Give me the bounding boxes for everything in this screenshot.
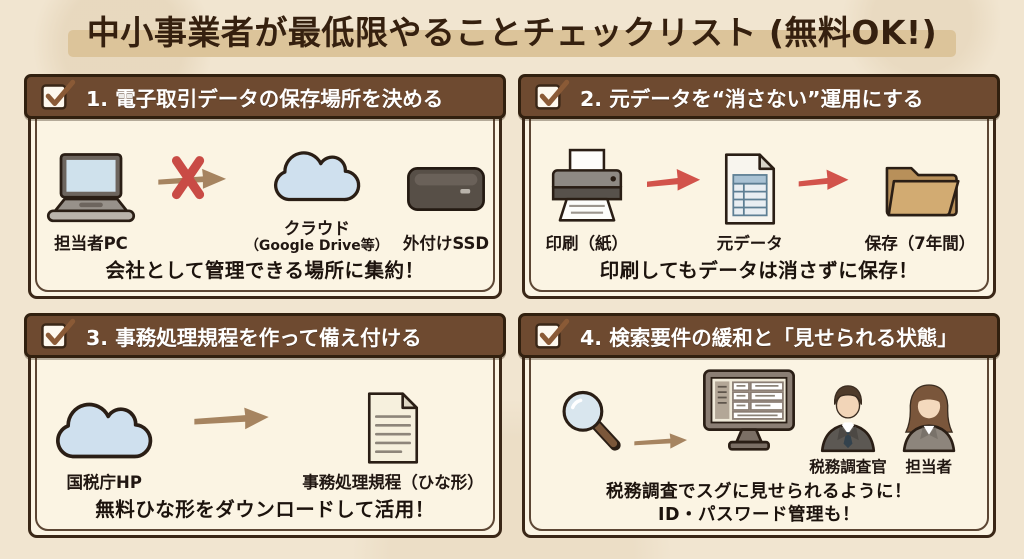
printer-icon <box>551 148 622 222</box>
printer-item: 印刷（紙） <box>543 145 631 254</box>
spreadsheet-file-icon <box>724 153 775 225</box>
nta-cloud-label: 国税庁HP <box>66 473 142 493</box>
panel-1-footer: 会社として管理できる場所に集約！ <box>105 259 425 282</box>
document-icon <box>367 392 419 464</box>
ssd-label: 外付けSSD <box>402 234 490 254</box>
printer-label: 印刷（紙） <box>545 234 629 254</box>
panel-4-footer-line2: ID・パスワード管理も！ <box>657 505 861 526</box>
tax-inspector-item: 税務調査官 <box>809 377 887 477</box>
original-data-label: 元データ <box>716 234 783 254</box>
panel-2-content: 印刷（紙） 元データ <box>533 127 985 254</box>
panel-4-banner: 4. 検索要件の緩和と「見せられる状態」 <box>518 313 1000 358</box>
template-doc-label: 事務処理規程（ひな形） <box>302 473 484 493</box>
red-arrow-icon <box>645 160 703 196</box>
magnifier-item <box>557 387 623 453</box>
panel-3-footer: 無料ひな形をダウンロードして活用！ <box>95 498 435 521</box>
cloud-icon <box>56 402 153 459</box>
checkbox-icon <box>535 79 570 110</box>
laptop-label: 担当者PC <box>54 234 128 254</box>
ssd-item: 外付けSSD <box>403 145 489 254</box>
template-doc-item: 事務処理規程（ひな形） <box>302 384 484 493</box>
cloud-sublabel: （Google Drive等） <box>244 237 389 254</box>
checkbox-icon <box>41 79 76 110</box>
checkbox-icon <box>535 318 570 349</box>
original-data-item: 元データ <box>717 145 783 254</box>
page-header: 中小事業者が最低限やることチェックリスト (無料OK!) <box>0 0 1024 70</box>
panel-search-and-show: 4. 検索要件の緩和と「見せられる状態」 <box>518 313 1000 538</box>
nta-cloud-item: 国税庁HP <box>46 384 162 493</box>
checkbox-icon <box>41 318 76 349</box>
panel-keep-original-data: 2. 元データを“消さない”運用にする 印刷（紙） <box>518 74 1000 299</box>
tax-inspector-icon <box>820 385 876 453</box>
panel-4-footer: 税務調査でスグに見せられるように！ ID・パスワード管理も！ <box>525 481 993 528</box>
panel-4-content: 税務調査官 担当者 <box>533 366 985 477</box>
staff-label: 担当者 <box>905 458 952 477</box>
panel-procedure-rules: 3. 事務処理規程を作って備え付ける 国税庁HP <box>24 313 506 538</box>
cloud-label: クラウド <box>283 218 350 238</box>
page-title: 中小事業者が最低限やることチェックリスト (無料OK!) <box>86 13 938 52</box>
magnifier-icon <box>562 390 621 451</box>
brown-arrow-icon <box>634 433 688 449</box>
panel-1-heading: 1. 電子取引データの保存場所を決める <box>86 86 444 111</box>
ssd-icon <box>406 167 485 211</box>
panel-1-content: 担当者PC クラウド （Google Drive等） <box>39 127 491 254</box>
monitor-icon <box>703 369 796 451</box>
cloud-icon <box>273 150 361 201</box>
crossed-arrow-icon <box>155 150 231 206</box>
cloud-item: クラウド （Google Drive等） <box>245 130 389 254</box>
staff-item: 担当者 <box>897 377 961 477</box>
panel-4-footer-line1: 税務調査でスグに見せられるように！ <box>606 481 912 502</box>
brown-arrow-icon <box>192 401 272 433</box>
folder-icon <box>885 166 960 217</box>
panel-3-heading: 3. 事務処理規程を作って備え付ける <box>86 325 422 350</box>
laptop-icon <box>46 153 136 223</box>
panel-4-heading: 4. 検索要件の緩和と「見せられる状態」 <box>580 325 958 350</box>
panel-1-banner: 1. 電子取引データの保存場所を決める <box>24 74 506 119</box>
tax-inspector-label: 税務調査官 <box>809 458 887 477</box>
title-highlight-band <box>68 30 956 57</box>
panel-2-banner: 2. 元データを“消さない”運用にする <box>518 74 1000 119</box>
checklist-grid: 1. 電子取引データの保存場所を決める 担当者PC <box>0 70 1024 538</box>
panel-3-banner: 3. 事務処理規程を作って備え付ける <box>24 313 506 358</box>
folder-item: 保存（7年間） <box>865 145 975 254</box>
panel-2-footer: 印刷してもデータは消さずに保存！ <box>599 259 919 282</box>
monitor-item <box>699 367 799 453</box>
panel-2-heading: 2. 元データを“消さない”運用にする <box>580 86 924 111</box>
staff-person-icon <box>902 384 955 453</box>
panel-3-content: 国税庁HP 事務処理規程（ひな形） <box>39 366 491 493</box>
folder-label: 保存（7年間） <box>864 234 976 254</box>
red-arrow-icon <box>797 161 851 195</box>
brown-arrow-item <box>633 427 689 453</box>
laptop-item: 担当者PC <box>41 145 141 254</box>
panel-storage-location: 1. 電子取引データの保存場所を決める 担当者PC <box>24 74 506 299</box>
